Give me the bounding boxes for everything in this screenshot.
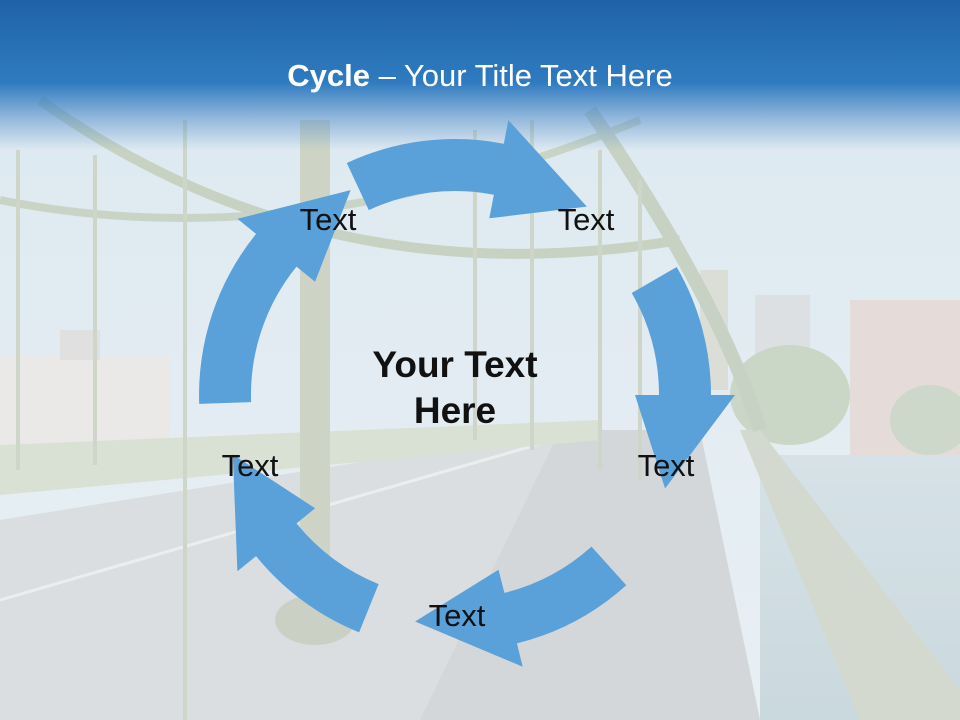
cycle-node-label-bottom: Text bbox=[428, 598, 486, 633]
cycle-arrow-5 bbox=[199, 190, 351, 404]
cycle-node-label-top-left: Text bbox=[299, 202, 357, 237]
cycle-arrow-2 bbox=[631, 267, 735, 489]
cycle-arrow-4 bbox=[232, 454, 379, 633]
title-bold: Cycle bbox=[287, 58, 370, 93]
center-text: Your Text Here bbox=[372, 344, 538, 431]
title-bar bbox=[0, 0, 960, 150]
cycle-arrow-1 bbox=[346, 120, 587, 219]
title-rest: – Your Title Text Here bbox=[370, 58, 673, 93]
cycle-arrow-3 bbox=[415, 546, 627, 667]
cycle-node-label-right: Text bbox=[637, 448, 695, 483]
cycle-node-label-left: Text bbox=[221, 448, 279, 483]
slide-title: Cycle – Your Title Text Here bbox=[0, 52, 960, 100]
cycle-node-label-top-right: Text bbox=[557, 202, 615, 237]
